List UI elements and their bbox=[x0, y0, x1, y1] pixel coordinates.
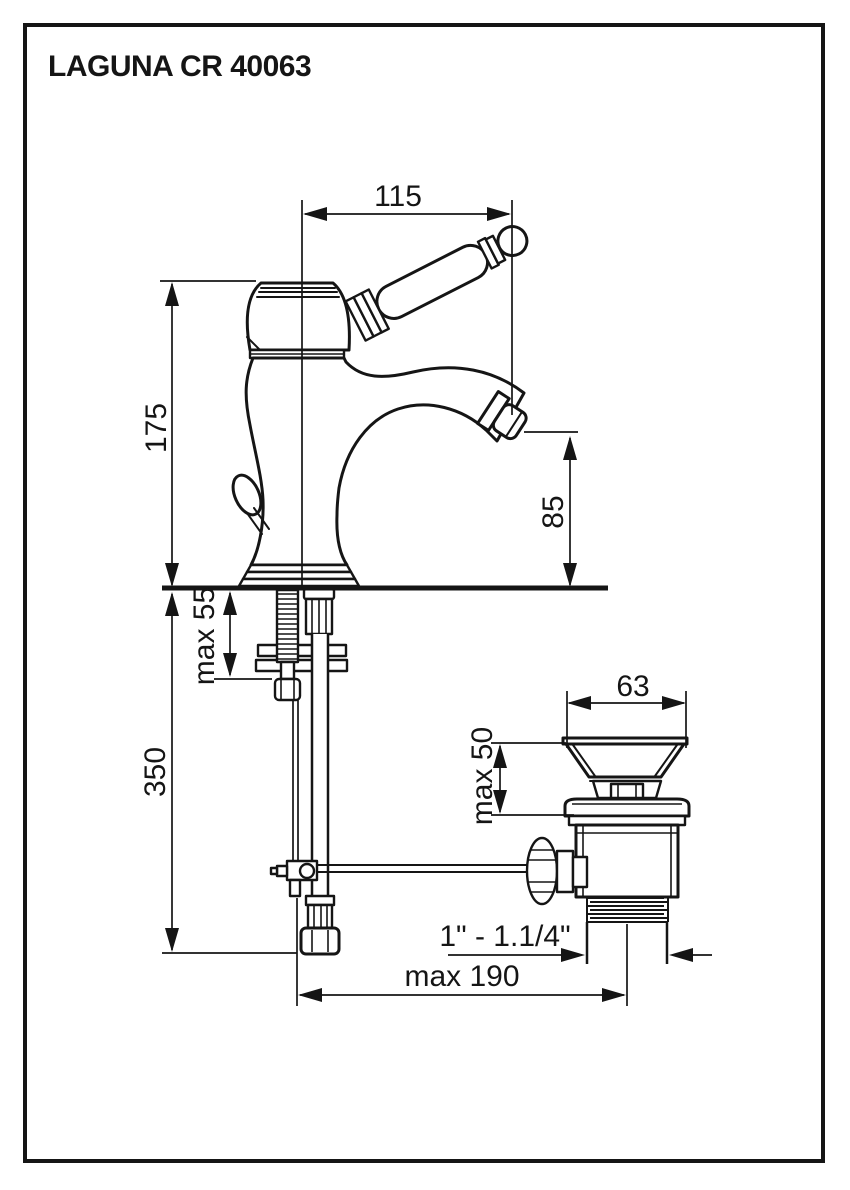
popup-knob-stem bbox=[246, 512, 263, 535]
dimension-body-height: 175 bbox=[140, 280, 256, 587]
clamp-screw-tip bbox=[269, 866, 279, 876]
dimension-waste-thread: 1" - 1.1/4" bbox=[439, 920, 712, 962]
dimension-spout-height: 85 bbox=[524, 431, 578, 587]
threaded-stud bbox=[275, 588, 300, 664]
drawing-frame bbox=[23, 23, 825, 1163]
arrowhead bbox=[165, 928, 179, 952]
dimension-spout-reach: 115 bbox=[303, 180, 513, 415]
faucet bbox=[231, 225, 529, 588]
arrowhead bbox=[298, 988, 322, 1002]
arrowhead bbox=[165, 592, 179, 616]
product-title: LAGUNA CR 40063 bbox=[48, 50, 311, 83]
dimension-max-reach: max 190 bbox=[298, 960, 626, 1002]
under-counter-assembly bbox=[254, 587, 531, 956]
dimension-waste-width: 63 bbox=[566, 670, 687, 748]
dim-label-350: 350 bbox=[139, 747, 172, 797]
rod-tail bbox=[288, 878, 302, 898]
aerator-joint-line bbox=[505, 411, 523, 438]
mounting-plate bbox=[254, 658, 349, 673]
hose-bottom-ribs bbox=[306, 903, 334, 930]
base-step bbox=[237, 577, 361, 588]
dim-label-max50: max 50 bbox=[466, 727, 499, 825]
mounting-plate bbox=[256, 643, 348, 658]
handle-collar-band bbox=[360, 288, 390, 334]
dimension-supply-length: 350 bbox=[139, 592, 297, 954]
arrowhead bbox=[223, 591, 237, 615]
aerator-nozzle bbox=[491, 403, 528, 441]
mounting-nut bbox=[273, 677, 302, 702]
arrowhead bbox=[487, 207, 511, 221]
arrowhead bbox=[165, 282, 179, 306]
clamp-thumbscrew bbox=[298, 862, 316, 880]
stud-threads bbox=[278, 593, 297, 660]
arrowhead bbox=[602, 988, 626, 1002]
dim-label-63: 63 bbox=[616, 670, 649, 703]
arrowhead bbox=[669, 948, 693, 962]
popup-knob-oval bbox=[231, 473, 263, 517]
dim-label-175: 175 bbox=[140, 403, 173, 453]
waste-cup-notch bbox=[609, 782, 645, 800]
arrowhead bbox=[165, 563, 179, 587]
handle-end-ring bbox=[484, 234, 507, 265]
ball-rod-knob bbox=[525, 836, 559, 906]
handle-lever bbox=[375, 243, 490, 320]
waste-funnel bbox=[564, 742, 686, 779]
arrowhead bbox=[563, 436, 577, 460]
arrowhead bbox=[563, 563, 577, 587]
dim-label-85: 85 bbox=[537, 495, 570, 528]
dimensions: 115 175 85 max 55 bbox=[139, 180, 712, 1002]
funnel-inner-line bbox=[572, 744, 596, 777]
hose-tube-fill bbox=[312, 634, 328, 898]
stud-shank bbox=[279, 660, 296, 681]
funnel-inner-line bbox=[654, 744, 678, 777]
arrowhead bbox=[223, 653, 237, 677]
arrowhead bbox=[662, 696, 686, 710]
faucet-dome bbox=[245, 281, 351, 352]
arrowhead bbox=[303, 207, 327, 221]
gland-connector bbox=[555, 849, 575, 894]
spout-aerator bbox=[476, 390, 528, 441]
arrowhead bbox=[493, 790, 507, 814]
faucet-base bbox=[237, 563, 361, 588]
popup-knob bbox=[231, 473, 270, 535]
popup-knob-stem bbox=[253, 507, 270, 530]
dim-label-115: 115 bbox=[374, 180, 422, 213]
dim-label-max55: max 55 bbox=[188, 587, 221, 685]
dim-label-thread: 1" - 1.1/4" bbox=[439, 920, 570, 953]
arrowhead bbox=[493, 744, 507, 768]
dim-label-max190: max 190 bbox=[404, 960, 519, 993]
hose-hex-nut bbox=[299, 926, 341, 956]
drain-assembly bbox=[525, 736, 691, 964]
faucet-body-spout bbox=[244, 356, 526, 567]
gland-connector bbox=[571, 855, 589, 889]
waste-flange bbox=[563, 797, 691, 818]
clamp-screw bbox=[275, 864, 289, 878]
waste-body bbox=[574, 823, 680, 899]
arrowhead bbox=[561, 948, 585, 962]
arrowhead bbox=[567, 696, 591, 710]
dimension-max-deck: max 55 bbox=[188, 587, 272, 685]
dimension-waste-max-deck: max 50 bbox=[466, 727, 574, 825]
hose-bottom-flange bbox=[304, 894, 336, 907]
faucet-handle bbox=[344, 225, 529, 342]
waste-threads bbox=[586, 897, 669, 923]
